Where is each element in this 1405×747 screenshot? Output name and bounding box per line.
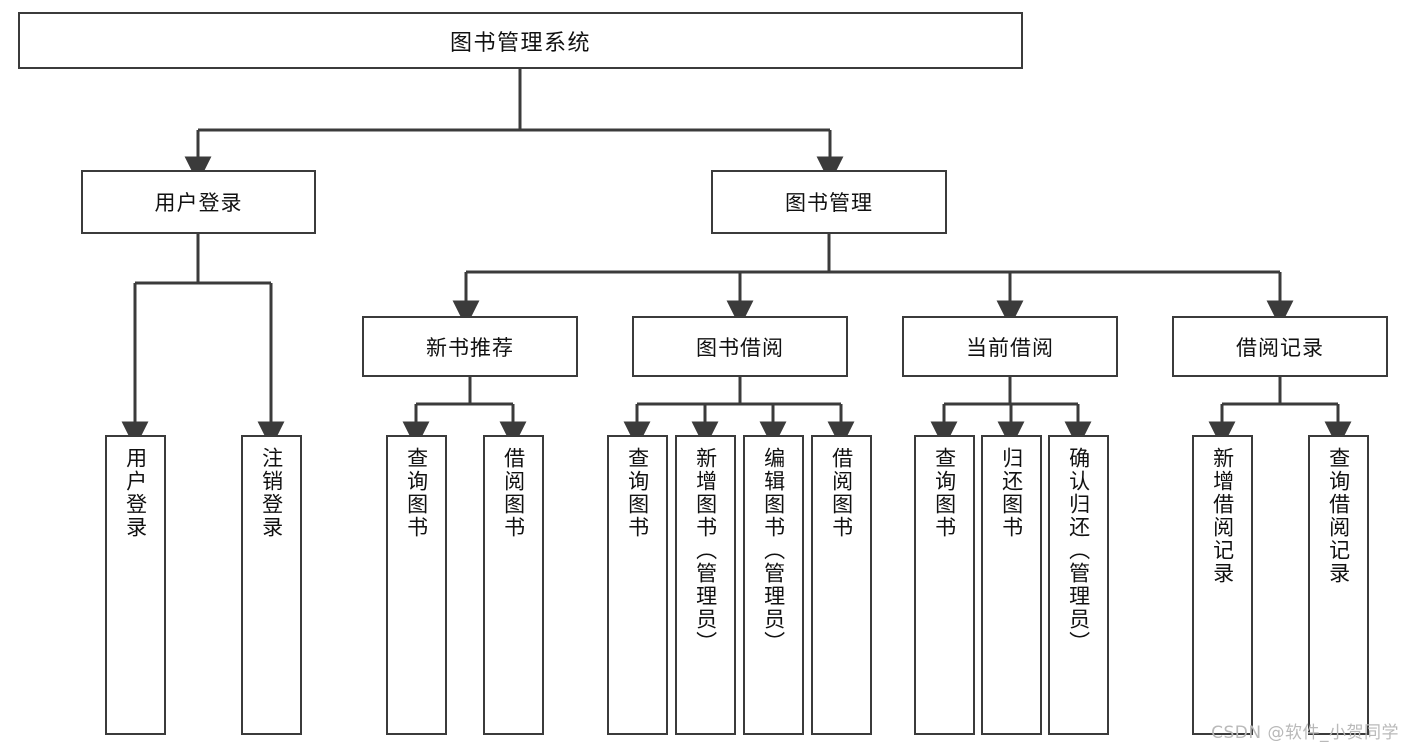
node-leaf-query-book-2[interactable]: 查询图书 [607, 435, 668, 735]
node-leaf-return-book-label: 归还图书 [999, 447, 1024, 539]
node-borrow-record[interactable]: 借阅记录 [1172, 316, 1388, 377]
node-new-book-rec-label: 新书推荐 [426, 335, 514, 360]
node-leaf-return-book[interactable]: 归还图书 [981, 435, 1042, 735]
node-leaf-add-book[interactable]: 新增图书（管理员） [675, 435, 736, 735]
node-leaf-add-book-label: 新增图书（管理员） [693, 447, 718, 654]
node-leaf-logout[interactable]: 注销登录 [241, 435, 302, 735]
node-leaf-borrow-book-1[interactable]: 借阅图书 [483, 435, 544, 735]
node-root[interactable]: 图书管理系统 [18, 12, 1023, 69]
node-current-borrow-label: 当前借阅 [966, 335, 1054, 360]
node-leaf-query-book-1[interactable]: 查询图书 [386, 435, 447, 735]
node-leaf-edit-book[interactable]: 编辑图书（管理员） [743, 435, 804, 735]
node-leaf-add-record[interactable]: 新增借阅记录 [1192, 435, 1253, 735]
node-leaf-user-login[interactable]: 用户登录 [105, 435, 166, 735]
node-user-login[interactable]: 用户登录 [81, 170, 316, 234]
node-borrow-record-label: 借阅记录 [1236, 335, 1324, 360]
node-book-manage[interactable]: 图书管理 [711, 170, 947, 234]
node-leaf-logout-label: 注销登录 [259, 447, 284, 539]
node-leaf-confirm-return-label: 确认归还（管理员） [1066, 447, 1091, 654]
node-book-manage-label: 图书管理 [785, 191, 873, 215]
node-new-book-rec[interactable]: 新书推荐 [362, 316, 578, 377]
node-leaf-confirm-return[interactable]: 确认归还（管理员） [1048, 435, 1109, 735]
watermark-text: CSDN @软件_小贺同学 [1211, 723, 1399, 743]
node-book-borrow[interactable]: 图书借阅 [632, 316, 848, 377]
node-leaf-borrow-book-1-label: 借阅图书 [501, 447, 526, 539]
node-leaf-query-record-label: 查询借阅记录 [1326, 447, 1351, 585]
node-leaf-query-book-2-label: 查询图书 [625, 447, 650, 539]
node-leaf-add-record-label: 新增借阅记录 [1210, 447, 1235, 585]
node-user-login-label: 用户登录 [154, 191, 243, 215]
node-leaf-borrow-book-2[interactable]: 借阅图书 [811, 435, 872, 735]
node-leaf-borrow-book-2-label: 借阅图书 [829, 447, 854, 539]
node-leaf-user-login-label: 用户登录 [123, 447, 148, 539]
node-root-label: 图书管理系统 [449, 30, 591, 56]
node-current-borrow[interactable]: 当前借阅 [902, 316, 1118, 377]
node-leaf-query-record[interactable]: 查询借阅记录 [1308, 435, 1369, 735]
node-leaf-query-book-1-label: 查询图书 [404, 447, 429, 539]
node-leaf-edit-book-label: 编辑图书（管理员） [761, 447, 786, 654]
node-leaf-query-book-3[interactable]: 查询图书 [914, 435, 975, 735]
node-book-borrow-label: 图书借阅 [696, 335, 784, 360]
node-leaf-query-book-3-label: 查询图书 [932, 447, 957, 539]
